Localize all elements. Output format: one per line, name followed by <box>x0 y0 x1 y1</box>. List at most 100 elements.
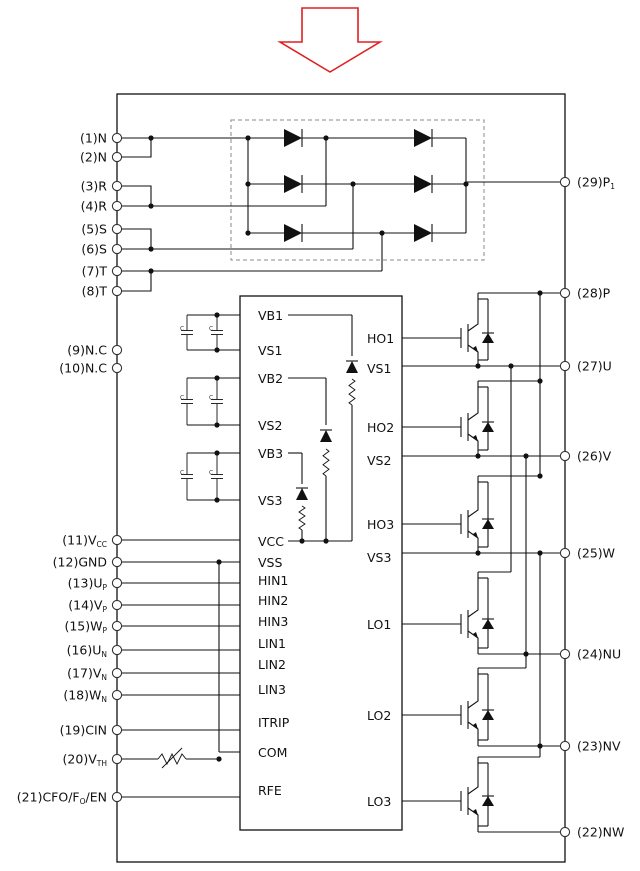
junction-dot <box>475 363 481 369</box>
junction-dot <box>475 453 481 459</box>
pin-label-main: (5)S <box>81 222 107 237</box>
ic-pin-lin3: LIN3 <box>258 682 286 697</box>
pin-terminal-s5 <box>111 223 123 235</box>
ic-pin-lo2: LO2 <box>367 708 391 723</box>
pin-label-main: (27)U <box>577 359 612 374</box>
pin-label-main: (3)R <box>81 179 108 194</box>
junction-dot <box>323 538 329 544</box>
diode <box>414 175 432 193</box>
junction-dot <box>148 246 154 252</box>
ic-pin-vss: VSS <box>258 555 282 570</box>
pin-label-v: (26)V <box>577 449 612 464</box>
pin-label-main: (9)N.C <box>67 343 107 358</box>
junction-dot <box>148 203 154 209</box>
junction-dot <box>537 290 543 296</box>
module-outline <box>116 93 566 863</box>
pin-label-main: (19)CIN <box>60 723 107 738</box>
igbt-ho3-emitter-arrow <box>473 532 478 538</box>
ic-pin-hin3: HIN3 <box>258 614 288 629</box>
igbt-ho1-fwd-diode <box>482 333 494 343</box>
rectifier-box <box>230 119 485 261</box>
junction-dot <box>537 378 543 384</box>
thermistor-slash <box>161 747 183 769</box>
pin-terminal-nc10 <box>111 362 123 374</box>
pin-label-sub: 1 <box>610 182 615 191</box>
wires <box>122 137 560 833</box>
pin-label-main: (21)CFO/F <box>17 790 80 805</box>
ic-pin-vs3: VS3 <box>258 493 282 508</box>
pin-label-n2: (2)N <box>80 150 107 165</box>
junction-dot <box>523 651 529 657</box>
pin-label-main: (1)N <box>80 131 107 146</box>
ic-pin-hin2: HIN2 <box>258 593 288 608</box>
pin-terminal-wn18 <box>111 689 123 701</box>
junction-dot <box>463 181 469 187</box>
junction-dot <box>148 268 154 274</box>
pin-label-vth20: (20)VTH <box>63 752 107 769</box>
junction-dot <box>214 312 220 318</box>
driver-ic <box>239 295 403 831</box>
wire <box>122 138 152 158</box>
igbt-lo2-emitter-arrow <box>473 723 478 729</box>
pin-terminal-t7 <box>111 265 123 277</box>
pin-label-main: (7)T <box>82 264 108 279</box>
pin-label-s6: (6)S <box>81 242 107 257</box>
pin-label-p1: (29)P1 <box>577 175 615 192</box>
igbt-ho2-emitter-arrow <box>473 435 478 441</box>
pin-terminal-vn17 <box>111 667 123 679</box>
ic-pin-vs2: VS2 <box>367 453 391 468</box>
ic-pin-vb3: VB3 <box>258 446 283 461</box>
junction-dot <box>537 550 543 556</box>
pin-label-nv: (23)NV <box>577 739 621 754</box>
pin-label-sub: TH <box>96 759 107 768</box>
pin-label-sub: CC <box>97 540 107 549</box>
pin-label-main: (6)S <box>81 242 107 257</box>
pin-label-main: (23)NV <box>577 739 621 754</box>
junction-dot <box>214 347 220 353</box>
junction-dot <box>214 422 220 428</box>
igbt-lo1-fwd-diode <box>482 619 494 629</box>
igbt-ho2-collector <box>467 381 479 421</box>
ic-pin-vcc: VCC <box>258 534 284 549</box>
ic-pin-ho3: HO3 <box>367 517 394 532</box>
pin-label-main: (14)V <box>68 598 103 613</box>
ic-pin-vs1: VS1 <box>367 361 391 376</box>
igbt-lo3-emitter-arrow <box>473 809 478 815</box>
resistor <box>322 448 330 477</box>
pin-label-main: (2)N <box>80 150 107 165</box>
ic-pin-rfe: RFE <box>258 783 282 798</box>
pin-terminal-nu <box>559 648 571 660</box>
pin-terminal-nv <box>559 740 571 752</box>
pin-label-main: (26)V <box>577 449 612 464</box>
junction-dot <box>523 453 529 459</box>
igbt-ho2-fwd-diode <box>482 422 494 432</box>
wire <box>122 228 152 250</box>
pin-label-main: (13)U <box>68 576 103 591</box>
igbt-lo3-fwd-diode <box>482 796 494 806</box>
ic-pin-vb2: VB2 <box>258 371 283 386</box>
igbt-ho3-fwd-diode <box>482 519 494 529</box>
pin-terminal-p <box>559 287 571 299</box>
junction-dot <box>475 550 481 556</box>
pin-terminal-wp15 <box>111 620 123 632</box>
ic-pin-lo3: LO3 <box>367 794 391 809</box>
pin-terminal-s6 <box>111 243 123 255</box>
junction-dot <box>148 135 154 141</box>
pin-label-main: (8)T <box>82 284 108 299</box>
capacitor-label: C <box>180 326 184 333</box>
pin-label-main: (4)R <box>81 199 108 214</box>
pin-label-s5: (5)S <box>81 222 107 237</box>
pin-label-nc10: (10)N.C <box>59 361 107 376</box>
junction-dot <box>245 230 251 236</box>
pin-terminal-u <box>559 360 571 372</box>
junction-dot <box>214 497 220 503</box>
pin-label-up13: (13)UP <box>68 576 108 593</box>
capacitor-label: C <box>209 395 213 402</box>
pin-label-cin19: (19)CIN <box>60 723 107 738</box>
pin-label-nu: (24)NU <box>577 647 621 662</box>
junction-dot <box>216 559 222 565</box>
pin-terminal-r3 <box>111 180 123 192</box>
pin-label-sub: N <box>101 650 107 659</box>
pin-label-vp14: (14)VP <box>68 598 107 615</box>
